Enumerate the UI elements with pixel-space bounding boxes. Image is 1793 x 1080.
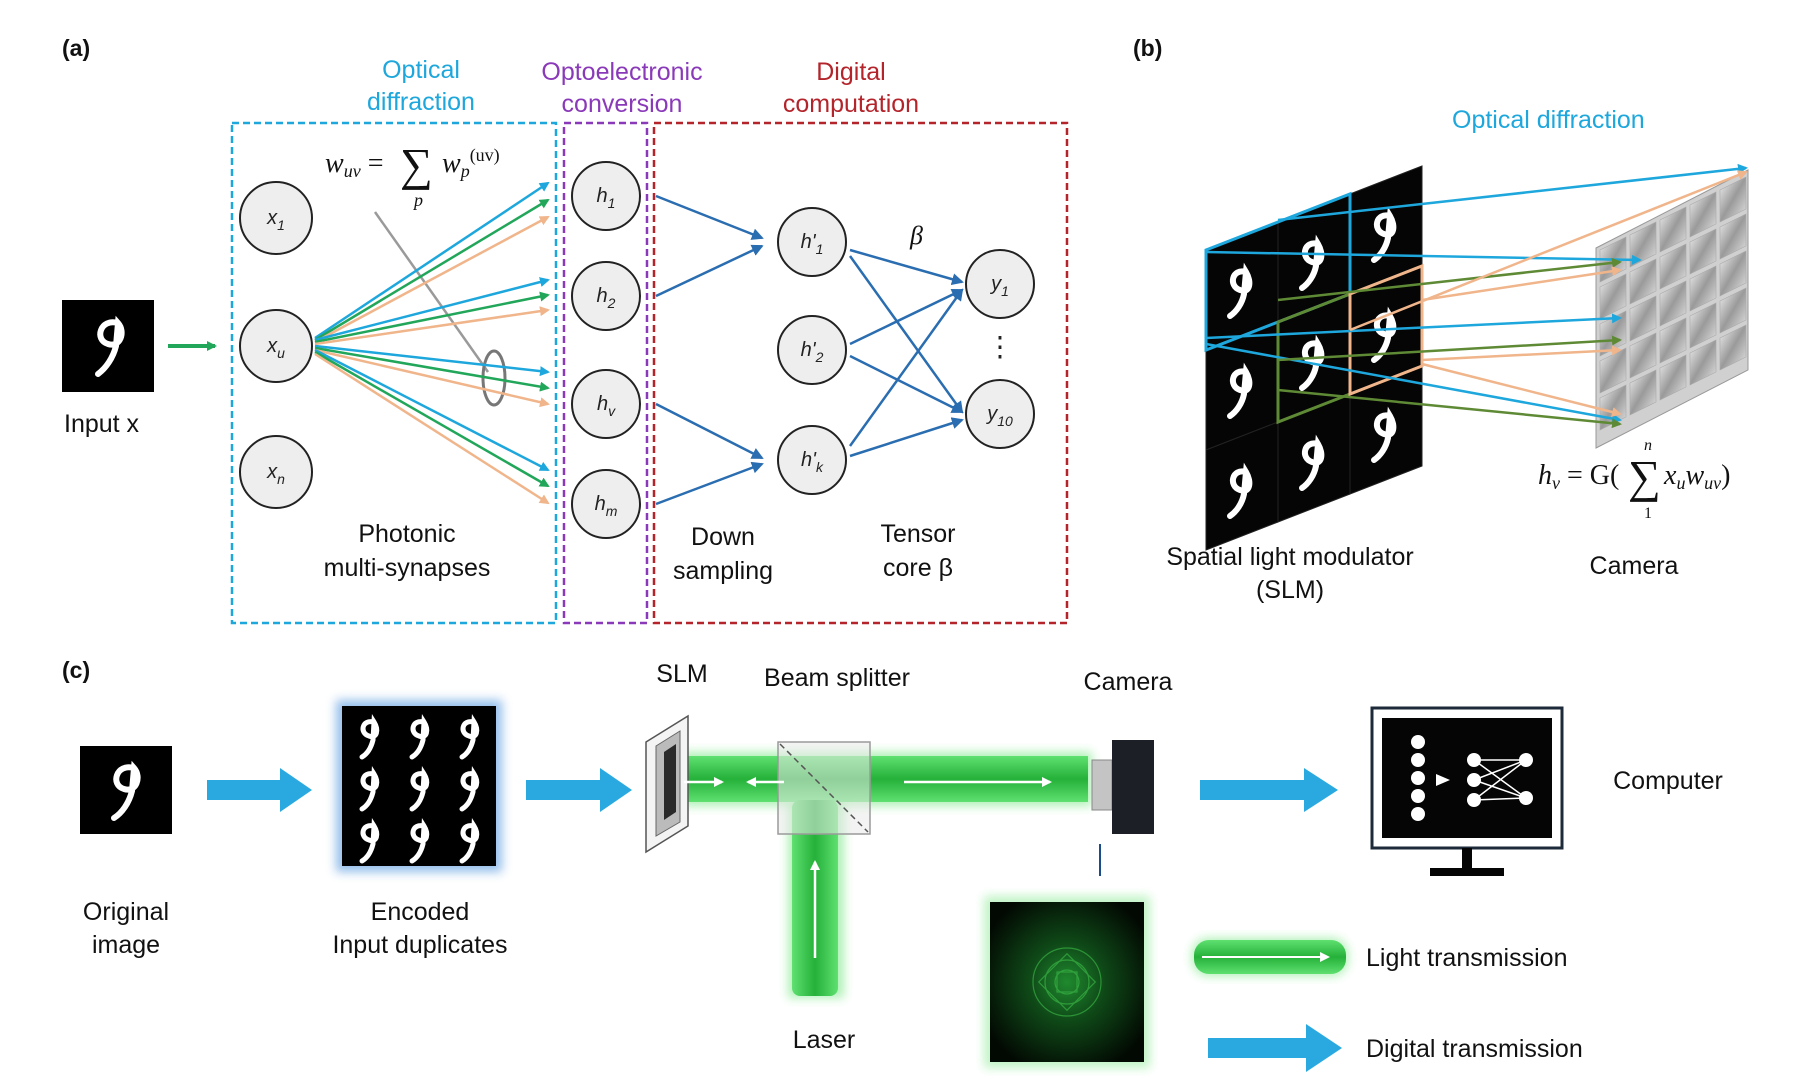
svg-text:y10: y10 [985,403,1013,429]
photonic-synapse-arrows [314,181,550,505]
hidden-node-h1: h1 [571,161,641,231]
svg-text:xu: xu [266,335,285,361]
camera-device [1091,740,1154,834]
svg-text:h1: h1 [597,185,616,211]
slm-device [645,714,689,854]
camera-sensor-array [1595,169,1749,449]
input-node-xu: xu [239,309,313,383]
digital-computation-box [652,121,1069,625]
optical-diffraction-rays [1205,163,1748,429]
panel-b: Optical diffraction [1166,106,1749,604]
panel-label-c: (c) [62,657,90,683]
svg-text:hm: hm [595,493,618,519]
equation-pointer-line [373,211,490,373]
downsampling-arrows [655,194,764,506]
encoded-duplicates-image [336,700,502,872]
tensor-core-arrows [848,248,964,458]
down-node-h2: h'2 [777,315,847,385]
svg-text:wp(uv): wp(uv) [442,145,500,181]
photonic-label-1: Photonic [358,520,455,548]
input-digit-image [62,300,154,392]
diffraction-pattern-image [984,896,1150,1068]
original-label-1: Original [83,898,169,926]
laser-beam-horizontal [680,752,1092,806]
svg-text:y1: y1 [989,273,1009,299]
digital-computation-title-2: computation [783,90,919,118]
optical-diffraction-box [230,121,558,625]
digital-arrow-3 [1200,768,1338,812]
down-node-h1: h'1 [777,207,847,277]
input-label: Input x [64,410,140,438]
svg-text:h'1: h'1 [801,231,824,257]
beam-splitter-label: Beam splitter [764,664,910,692]
photonic-label-2: multi-synapses [324,554,491,582]
digital-computation-title-1: Digital [816,58,885,86]
svg-text:hv = G(: hv = G( [1538,460,1619,493]
synapse-weight-equation: wuv = ∑ p wp(uv) [325,139,500,210]
slm-label-1: Spatial light modulator [1166,543,1413,571]
optical-diffraction-title-2: diffraction [367,88,475,116]
panel-label-b: (b) [1133,35,1162,61]
camera-label-b: Camera [1590,552,1679,580]
optoelectronic-title-1: Optoelectronic [541,58,702,86]
svg-text:n: n [1644,437,1652,454]
original-label-2: image [92,931,160,959]
hidden-node-hm: hm [571,469,641,539]
encoded-label-1: Encoded [371,898,470,926]
beam-splitter [777,741,871,835]
optoelectronic-title-2: conversion [562,90,683,118]
panel-label-a: (a) [62,35,90,61]
tensor-core-label-1: Tensor [880,520,955,548]
camera-equation: hv = G( ∑ n 1 xuwuv) [1538,437,1730,522]
slm-label-2: (SLM) [1256,576,1324,604]
legend-light-transmission: Light transmission [1192,938,1567,976]
legend-light-label: Light transmission [1366,944,1567,972]
svg-text:h'2: h'2 [801,339,824,365]
output-node-y1: y1 [965,249,1035,319]
computer-monitor [1370,706,1564,876]
svg-text:h'k: h'k [801,449,824,475]
beam-direction-arrows [684,777,1052,958]
down-sampling-label-2: sampling [673,557,773,585]
svg-text:∑: ∑ [400,139,433,190]
svg-text:hv: hv [597,393,616,419]
encoded-label-2: Input duplicates [332,931,507,959]
svg-text:∑: ∑ [1628,451,1661,502]
down-sampling-label-1: Down [691,523,755,551]
svg-text:p: p [412,190,423,210]
beta-label: β [909,221,923,250]
svg-text:h2: h2 [597,285,616,311]
digital-arrow-2 [526,768,632,812]
svg-text:1: 1 [1644,505,1652,522]
original-image [80,746,172,834]
legend-digital-label: Digital transmission [1366,1035,1583,1063]
output-node-y10: y10 [965,379,1035,449]
optical-diffraction-title-1: Optical [382,56,460,84]
digital-arrow-1 [207,768,312,812]
svg-text:wuv =: wuv = [325,148,383,181]
svg-text:x1: x1 [266,207,285,233]
computer-label: Computer [1613,767,1723,795]
slm-label-c: SLM [656,660,707,688]
output-dots: ⋮ [986,331,1014,362]
laser-label: Laser [793,1026,856,1054]
hidden-node-hv: hv [571,369,641,439]
input-node-x1: x1 [239,181,313,255]
optical-diffraction-b-title: Optical diffraction [1452,106,1645,134]
camera-label-c: Camera [1084,668,1173,696]
svg-text:xuwuv): xuwuv) [1663,460,1730,493]
hidden-node-h2: h2 [571,261,641,331]
tensor-core-label-2: core β [883,554,953,582]
down-node-hk: h'k [777,425,847,495]
optoelectronic-box [562,121,649,625]
input-node-xn: xn [239,435,313,509]
legend-digital-transmission: Digital transmission [1208,1024,1583,1072]
svg-text:xn: xn [266,461,285,487]
panel-a: Input x Optical diffraction Optoelectron… [62,56,1069,625]
panel-c: Original image Encoded Input duplicates [80,660,1723,1072]
